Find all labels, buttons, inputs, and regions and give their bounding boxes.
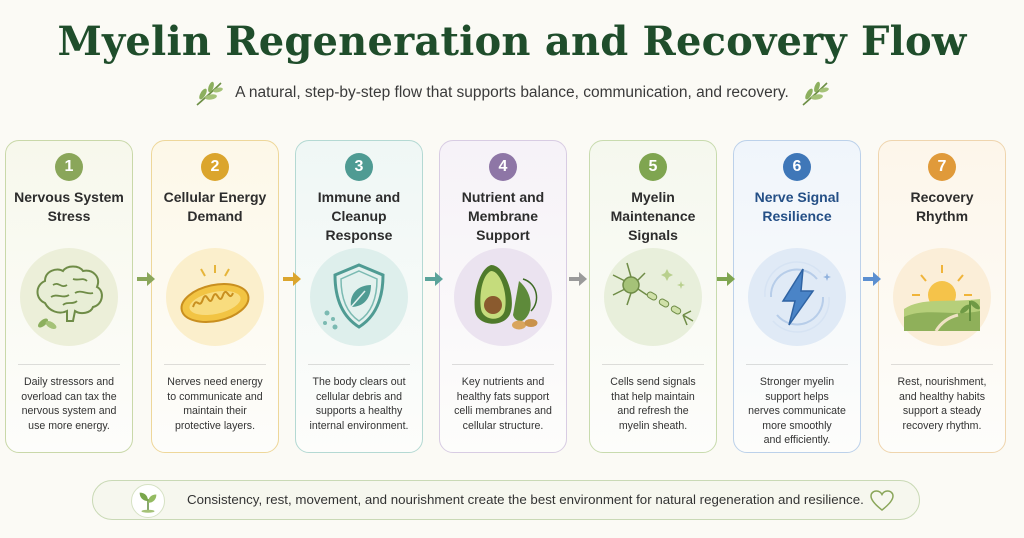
- heart-icon: [870, 490, 894, 511]
- avocado-icon: [454, 248, 552, 346]
- flow-arrow-icon: [425, 272, 443, 286]
- subtitle-row: A natural, step-by-step flow that suppor…: [0, 78, 1024, 108]
- step-title: Immune and Cleanup Response: [317, 189, 401, 243]
- divider: [164, 364, 266, 365]
- divider: [18, 364, 120, 365]
- seedling-icon: [131, 484, 165, 518]
- step-description: Rest, nourishment, and healthy habits su…: [897, 376, 987, 432]
- step-description: Daily stressors and overload can tax the…: [21, 376, 117, 432]
- step-title: Recovery Rhythm: [910, 189, 974, 224]
- step-description: Stronger myelin support helps nerves com…: [748, 376, 846, 447]
- flow-arrow-icon: [863, 272, 881, 286]
- page-title: Myelin Regeneration and Recovery Flow: [57, 18, 967, 65]
- brain-icon: [20, 248, 118, 346]
- step-description: Key nutrients and healthy fats support c…: [454, 376, 552, 432]
- divider: [308, 364, 410, 365]
- step-title: Myelin Maintenance Signals: [610, 189, 696, 243]
- step-title: Cellular Energy Demand: [163, 189, 267, 224]
- shield-leaf-icon: [310, 248, 408, 346]
- step-number-badge: 6: [783, 153, 811, 181]
- step-number-badge: 1: [55, 153, 83, 181]
- step-description: Cells send signals that help maintain an…: [610, 376, 696, 432]
- divider: [602, 364, 704, 365]
- mitochondria-icon: [166, 248, 264, 346]
- divider: [746, 364, 848, 365]
- footer-banner: Consistency, rest, movement, and nourish…: [92, 480, 920, 520]
- page-subtitle: A natural, step-by-step flow that suppor…: [235, 84, 789, 101]
- step-description: The body clears out cellular debris and …: [309, 376, 409, 432]
- step-number-badge: 7: [928, 153, 956, 181]
- sprig-left-icon: [196, 81, 224, 106]
- flow-arrow-icon: [717, 272, 735, 286]
- divider: [452, 364, 554, 365]
- step-title: Nervous System Stress: [14, 189, 124, 224]
- step-number-badge: 2: [201, 153, 229, 181]
- flow-arrow-icon: [569, 272, 587, 286]
- sunrise-icon: [893, 248, 991, 346]
- flow-arrow-icon: [137, 272, 155, 286]
- step-number-badge: 5: [639, 153, 667, 181]
- lightning-icon: [748, 248, 846, 346]
- step-number-badge: 3: [345, 153, 373, 181]
- step-title: Nutrient and Membrane Support: [461, 189, 545, 243]
- step-title: Nerve Signal Resilience: [754, 189, 840, 224]
- divider: [891, 364, 993, 365]
- neuron-icon: [604, 248, 702, 346]
- footer-text: Consistency, rest, movement, and nourish…: [187, 492, 864, 507]
- flow-arrow-icon: [283, 272, 301, 286]
- sprig-right-icon: [802, 81, 829, 106]
- step-description: Nerves need energy to communicate and ma…: [167, 376, 263, 432]
- step-number-badge: 4: [489, 153, 517, 181]
